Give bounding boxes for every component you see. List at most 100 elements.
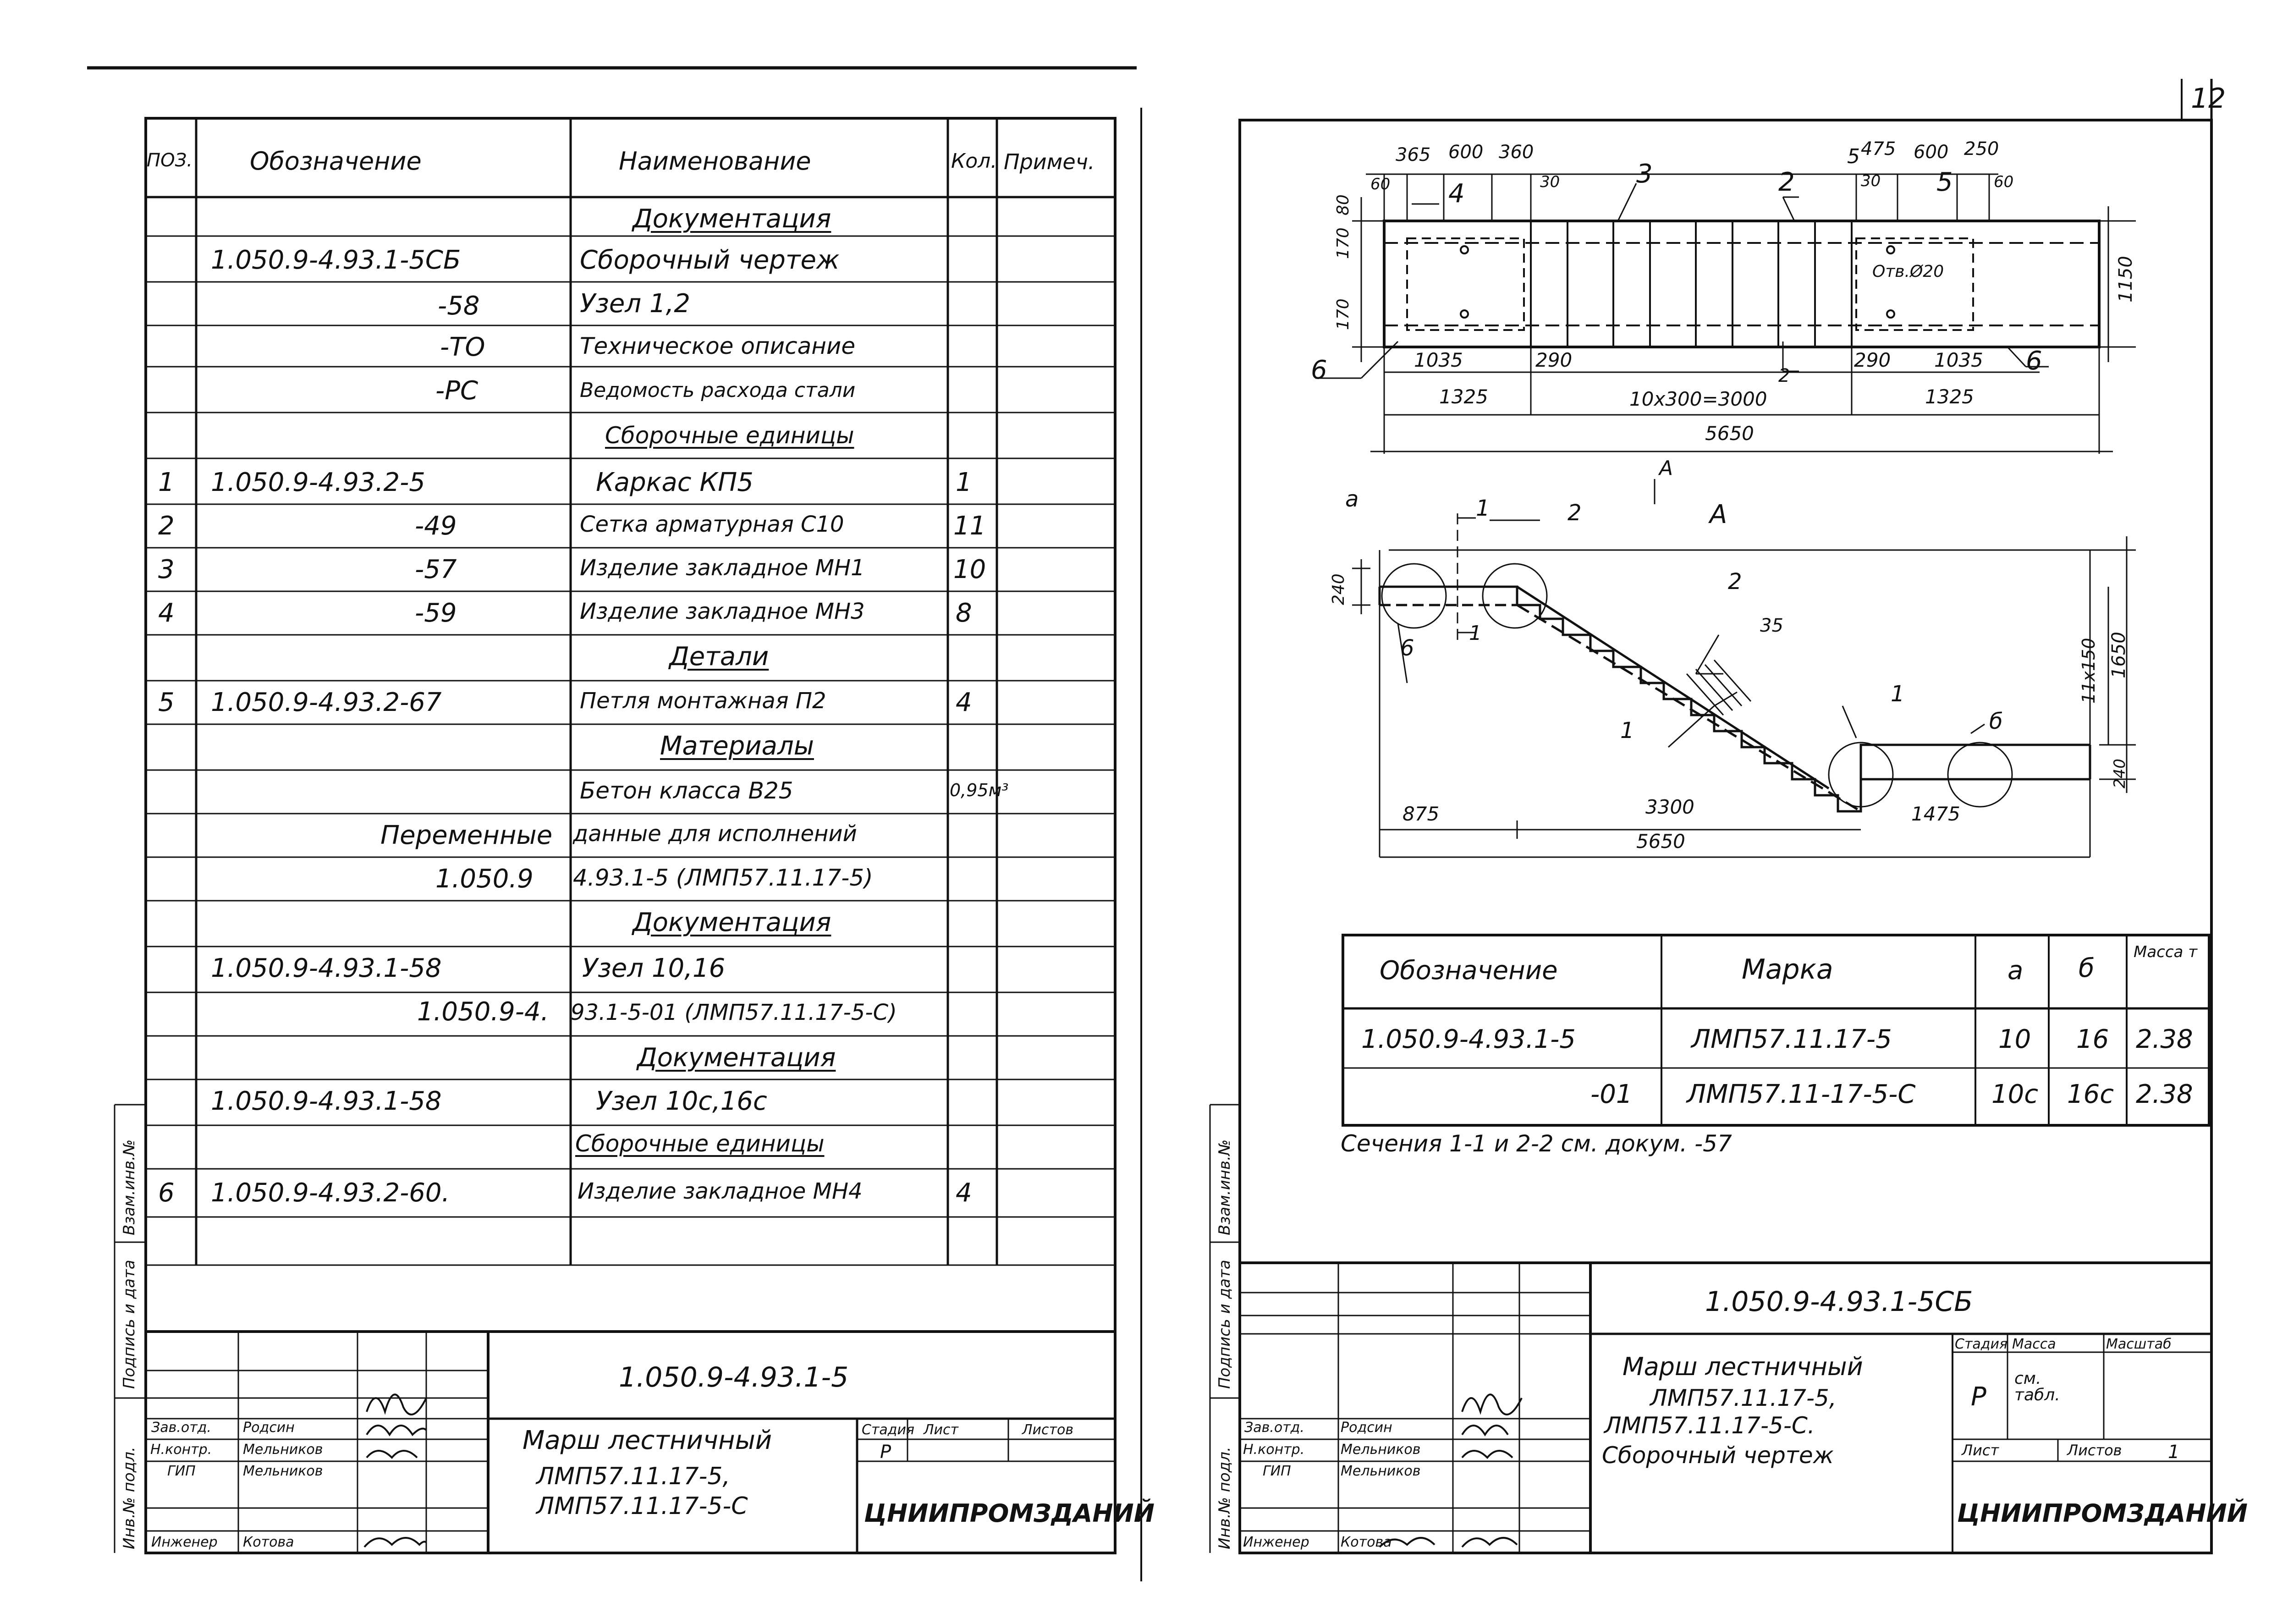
callout: 4 — [1448, 179, 1465, 209]
row-name: Бетон класса В25 — [580, 777, 793, 804]
dim-1325: 1325 — [1925, 385, 1974, 408]
dim-small: 60 — [1370, 175, 1391, 193]
left-role-3: ГИП — [167, 1463, 196, 1479]
section-title: Материалы — [660, 731, 814, 761]
right-stage-value: Р — [1971, 1382, 1986, 1412]
row-name: Ведомость расхода стали — [580, 379, 856, 402]
mark-row-mass: 2.38 — [2136, 1079, 2193, 1109]
margin-inv-number: Инв.№ подл. — [1216, 1447, 1234, 1549]
callout: 5 — [1847, 145, 1860, 168]
section-title: Документация — [632, 908, 831, 937]
elevation-label: 2 — [1728, 569, 1742, 595]
right-mass-label: Масса — [2012, 1336, 2056, 1352]
right-stamp-title-4: Сборочный чертеж — [1602, 1442, 1834, 1469]
dim-bottom: 290 — [1535, 349, 1573, 371]
dim-1650: 1650 — [2108, 632, 2129, 678]
right-org-name: ЦНИИПРОМЗДАНИЙ — [1957, 1499, 2248, 1528]
right-mass-value: см. табл. — [2014, 1369, 2060, 1404]
row-pos: 6 — [158, 1178, 175, 1208]
row-name: Узел 10,16 — [582, 953, 726, 983]
callout: 6 — [1311, 355, 1327, 385]
left-role-4: Инженер — [151, 1534, 218, 1550]
dim-left: 170 — [1334, 298, 1353, 330]
right-stamp-title-3: ЛМП57.11.17-5-С. — [1604, 1412, 1815, 1439]
right-name-2: Мельников — [1341, 1442, 1421, 1458]
row-pos: 4 — [158, 598, 175, 628]
row-qty: 0,95м³ — [950, 780, 1009, 800]
row-designation: 1.050.9-4. — [417, 997, 549, 1027]
left-role-1: Зав.отд. — [151, 1420, 211, 1436]
dim-left: 170 — [1334, 227, 1353, 259]
right-name-4: Котова — [1341, 1534, 1392, 1550]
row-name: Изделие закладное МН3 — [580, 599, 865, 624]
mark-row-designation: -01 — [1590, 1079, 1633, 1109]
header-qty: Кол. — [951, 149, 997, 173]
row-designation: 1.050.9-4.93.2-60. — [211, 1178, 450, 1208]
right-sheets-value: 1 — [2168, 1442, 2180, 1463]
right-sheet-label: Лист — [1962, 1442, 1999, 1459]
header-note: Примеч. — [1004, 149, 1095, 174]
callout: 2 — [1778, 167, 1795, 197]
row-name: Изделие закладное МН1 — [580, 555, 865, 581]
row-pos: 5 — [158, 688, 175, 717]
header-pos: ПОЗ. — [147, 150, 192, 171]
dim-11x150: 11х150 — [2079, 638, 2099, 704]
dim-875: 875 — [1402, 803, 1440, 825]
row-designation: Переменные — [380, 820, 553, 850]
dim-bottom: 290 — [1854, 349, 1891, 371]
row-name: Техническое описание — [580, 333, 856, 359]
mark-header-mass: Масса т — [2134, 943, 2198, 961]
mark-header-b: б — [2079, 953, 2095, 983]
row-designation: -РС — [435, 376, 478, 406]
callout: 5 — [1936, 167, 1953, 197]
row-designation: -59 — [415, 598, 457, 628]
row-designation: 1.050.9-4.93.1-58 — [211, 953, 442, 983]
margin-replacement-inv: Взам.инв.№ — [1216, 1139, 1234, 1235]
mark-header-a: а — [2008, 956, 2024, 985]
dim-top: 250 — [1964, 138, 1999, 160]
row-designation: 1.050.9 — [435, 864, 534, 894]
mark-row-designation: 1.050.9-4.93.1-5 — [1361, 1024, 1576, 1054]
row-name: Петля монтажная П2 — [580, 688, 826, 714]
elevation-label: б — [1989, 709, 2003, 734]
left-stamp-title-2: ЛМП57.11.17-5, — [536, 1463, 731, 1490]
row-qty: 10 — [953, 555, 986, 584]
header-designation: Обозначение — [250, 147, 422, 176]
dim-top: 600 — [1914, 142, 1949, 163]
left-name-1: Родсин — [243, 1420, 295, 1436]
header-name: Наименование — [619, 147, 811, 176]
row-designation: 1.050.9-4.93.1-5СБ — [211, 245, 461, 275]
left-stamp-title-3: ЛМП57.11.17-5-С — [536, 1492, 748, 1520]
left-stamp-title-1: Марш лестничный — [522, 1426, 772, 1455]
dim-1475: 1475 — [1911, 803, 1960, 825]
mark-row-a: 10с — [1991, 1079, 2039, 1109]
row-pos: 3 — [158, 555, 175, 584]
right-role-3: ГИП — [1263, 1463, 1291, 1479]
row-qty: 4 — [956, 1178, 972, 1208]
dim-left: 80 — [1334, 194, 1353, 215]
mark-row-mark: ЛМП57.11-17-5-С — [1687, 1079, 1916, 1109]
row-qty: 4 — [956, 688, 972, 717]
left-stamp-code: 1.050.9-4.93.1-5 — [619, 1361, 849, 1393]
elevation-label: 1 — [1620, 718, 1634, 743]
mark-row-b: 16 — [2076, 1024, 2109, 1054]
left-org-name: ЦНИИПРОМЗДАНИЙ — [864, 1499, 1155, 1528]
section-title: Сборочные единицы — [605, 422, 854, 449]
elevation-label: а — [1345, 486, 1359, 512]
view-arrow-label: А — [1659, 457, 1673, 480]
dim-small: 60 — [1994, 173, 2014, 191]
margin-replacement-inv: Взам.инв.№ — [120, 1139, 138, 1235]
callout: 6 — [2026, 346, 2042, 376]
dim-top: 600 — [1448, 142, 1484, 163]
left-name-3: Мельников — [243, 1463, 323, 1479]
dim-240: 240 — [2111, 759, 2129, 788]
right-stamp-title-2: ЛМП57.11.17-5, — [1650, 1385, 1837, 1411]
left-stage-label: Стадия — [862, 1422, 915, 1438]
mark-row-mark: ЛМП57.11.17-5 — [1691, 1024, 1892, 1054]
left-sheets-label: Листов — [1022, 1422, 1074, 1438]
left-stage-value: Р — [880, 1442, 891, 1463]
right-name-3: Мельников — [1341, 1463, 1421, 1479]
dim-top: 475 — [1861, 138, 1896, 160]
dim-mid: 10х300=3000 — [1629, 388, 1767, 410]
